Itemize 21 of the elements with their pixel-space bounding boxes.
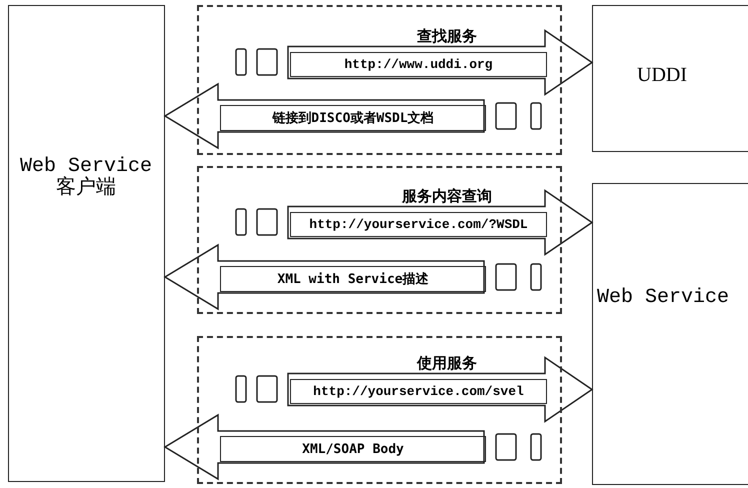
url-box: http://yourservice.com/?WSDL — [290, 212, 547, 237]
box-label: Web Service 客户端 — [18, 156, 154, 200]
message-box: 链接到DISCO或者WSDL文档 — [220, 105, 486, 131]
message-box: XML/SOAP Body — [220, 436, 486, 462]
block-arrow — [287, 29, 594, 96]
edge-label: 查找服务 — [415, 26, 479, 44]
server-box — [592, 183, 748, 485]
client-box — [8, 5, 165, 482]
block-arrow — [164, 244, 485, 310]
box-label: UDDI — [637, 64, 687, 86]
block-arrow — [287, 356, 594, 423]
server-box — [592, 5, 748, 152]
block-arrow — [287, 189, 594, 256]
box-label: Web Service — [597, 287, 730, 309]
edge-label: 使用服务 — [415, 354, 479, 372]
block-arrow — [164, 414, 485, 480]
message-box: XML with Service描述 — [220, 266, 486, 292]
url-box: http://yourservice.com/svel — [290, 379, 547, 404]
block-arrow — [164, 82, 485, 150]
url-box: http://www.uddi.org — [290, 52, 547, 77]
edge-label: 服务内容查询 — [400, 186, 494, 204]
